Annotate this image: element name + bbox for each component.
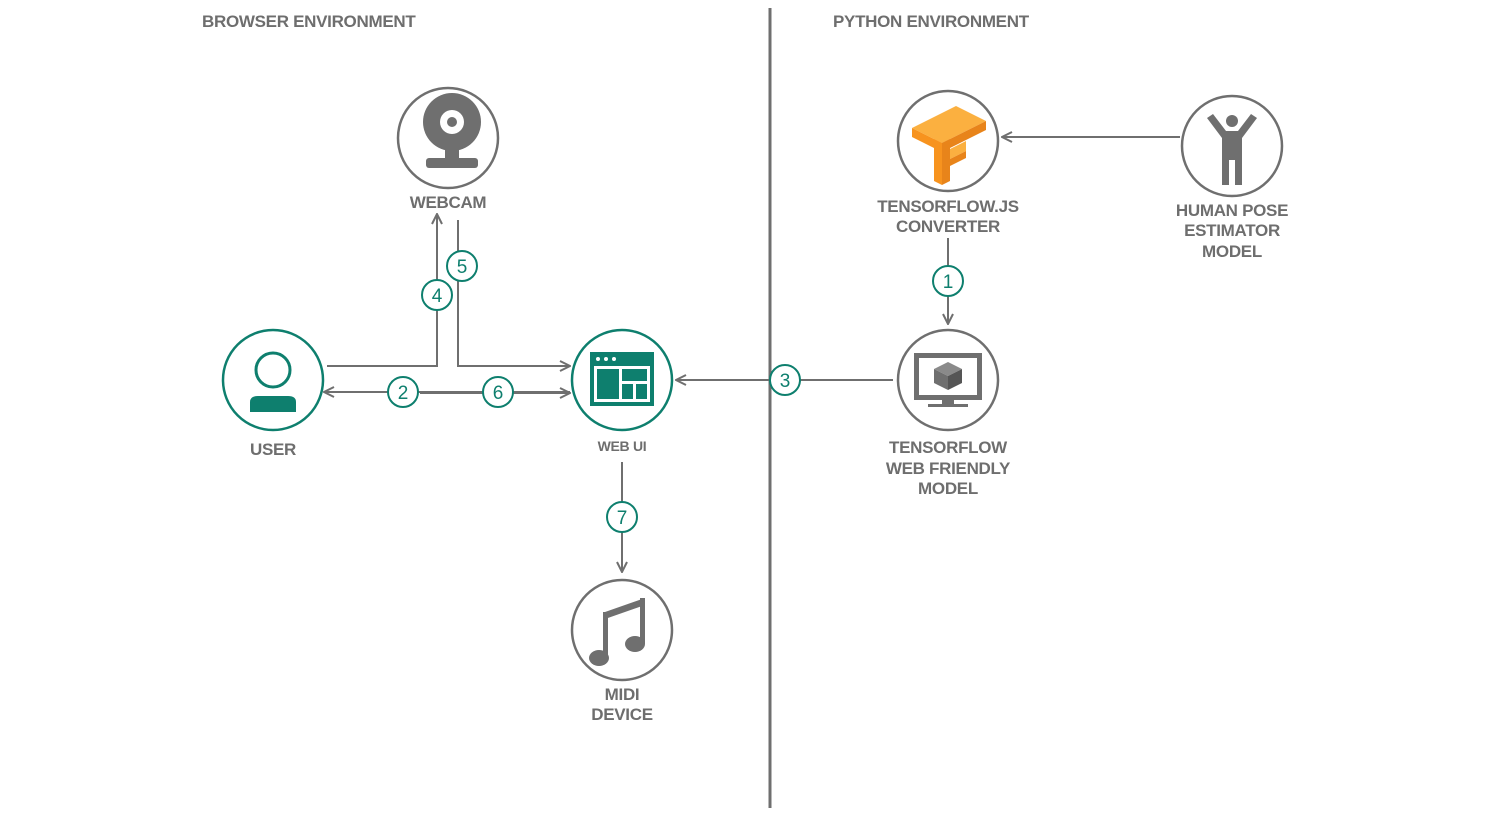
webcam-label: WEBCAM [410,193,487,212]
svg-text:4: 4 [432,286,443,307]
svg-text:7: 7 [617,508,628,529]
midi-device-node: MIDI DEVICE [570,578,674,724]
svg-text:6: 6 [493,383,504,404]
webcam-icon [423,93,481,168]
tf-web-model-label-line3: MODEL [918,479,978,498]
monitor-cube-icon [914,353,982,407]
human-figure-icon [1207,114,1257,185]
step-badge-6: 6 [482,376,514,408]
tfjs-converter-node: TENSORFLOW.JS CONVERTER [877,89,1019,236]
svg-text:1: 1 [943,272,954,293]
svg-text:5: 5 [457,257,468,278]
step-badge-3: 3 [769,364,801,396]
browser-environment-heading: BROWSER ENVIRONMENT [202,12,416,31]
user-icon [250,351,296,412]
midi-label-line2: DEVICE [591,705,653,724]
tf-web-model-label-line1: TENSORFLOW [889,438,1008,457]
browser-window-icon [590,352,654,406]
tfjs-converter-label-line1: TENSORFLOW.JS [877,197,1019,216]
pose-model-label-line3: MODEL [1202,242,1262,261]
tensorflow-logo-icon [912,106,986,185]
webcam-node: WEBCAM [396,86,500,212]
svg-text:3: 3 [780,371,791,392]
svg-text:2: 2 [398,383,409,404]
step-badge-5: 5 [446,250,478,282]
tfjs-converter-label-line2: CONVERTER [896,217,1000,236]
tf-web-model-node: TENSORFLOW WEB FRIENDLY MODEL [886,328,1011,498]
tf-web-model-label-line2: WEB FRIENDLY [886,459,1011,478]
pose-model-label-line1: HUMAN POSE [1176,201,1288,220]
user-label: USER [250,440,296,459]
pose-model-node: HUMAN POSE ESTIMATOR MODEL [1176,94,1288,261]
step-badge-1: 1 [932,265,964,297]
step-badge-2: 2 [387,376,419,408]
step-badge-4: 4 [421,279,453,311]
user-node: USER [221,328,325,459]
web-ui-label: WEB UI [598,438,647,454]
arrow-webcam-to-webui [457,220,570,366]
music-note-icon [589,598,645,666]
web-ui-node: WEB UI [570,328,674,454]
midi-label-line1: MIDI [605,685,640,704]
arrow-user-to-webcam [327,214,437,367]
step-badge-7: 7 [606,501,638,533]
python-environment-heading: PYTHON ENVIRONMENT [833,12,1030,31]
pose-model-label-line2: ESTIMATOR [1184,221,1280,240]
